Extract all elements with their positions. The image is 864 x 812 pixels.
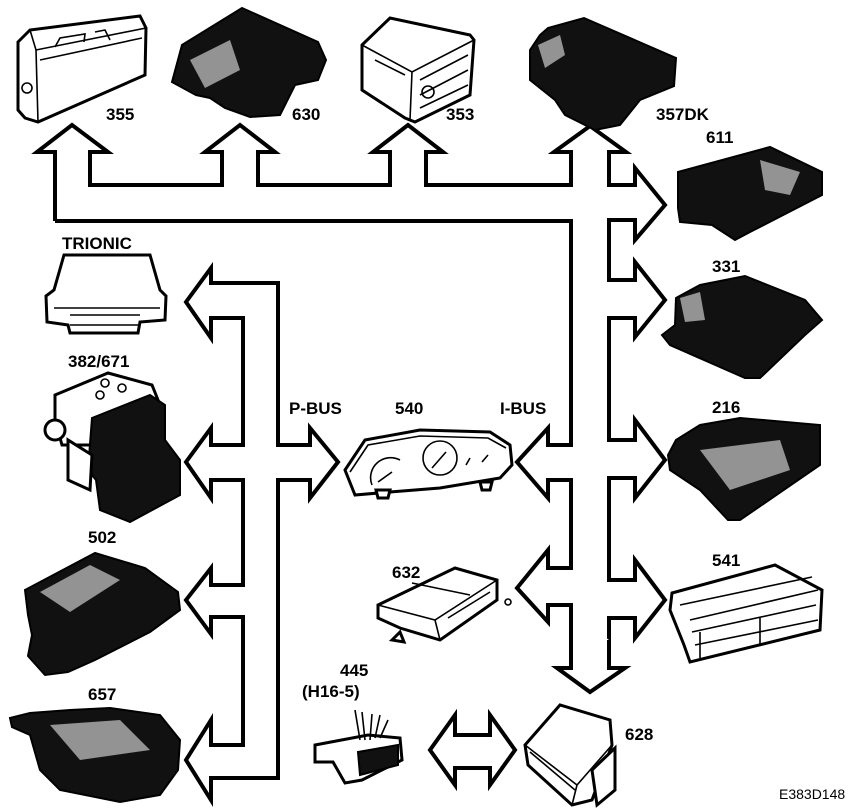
p-bus-label: P-BUS	[289, 399, 342, 418]
p-bus-connector	[183, 261, 341, 807]
instrument-cluster-540-icon[interactable]	[343, 428, 514, 500]
module-353-icon[interactable]	[360, 16, 476, 124]
module-357dk-icon[interactable]	[529, 16, 678, 132]
connector-445-label: 445	[340, 661, 368, 680]
module-331-icon[interactable]: 331	[660, 257, 824, 379]
module-331-label: 331	[712, 257, 740, 276]
module-657-icon[interactable]: 657	[8, 685, 182, 804]
module-353-label: 353	[446, 105, 474, 124]
module-541-label: 541	[712, 551, 740, 570]
connector-445-sublabel: (H16-5)	[302, 682, 360, 701]
module-628-label: 628	[625, 725, 653, 744]
i-bus-label: I-BUS	[500, 399, 546, 418]
diagnostic-link-arrow	[427, 708, 518, 792]
trionic-module-icon[interactable]: TRIONIC	[44, 234, 168, 335]
module-355-label: 355	[106, 105, 134, 124]
module-382-671-label: 382/671	[68, 352, 129, 371]
module-355-icon[interactable]	[16, 14, 148, 124]
module-541-icon[interactable]: 541	[668, 551, 824, 664]
module-502-label: 502	[88, 528, 116, 547]
module-630-label: 630	[292, 105, 320, 124]
module-657-label: 657	[88, 685, 116, 704]
module-632-icon[interactable]: 632	[376, 563, 512, 644]
trionic-label: TRIONIC	[62, 234, 132, 253]
module-611-icon[interactable]: 611	[677, 128, 823, 242]
i-bus-trunk	[55, 219, 632, 695]
connector-445-icon[interactable]: 445 (H16-5)	[302, 661, 404, 785]
module-630-icon[interactable]	[170, 6, 328, 119]
module-628-icon[interactable]	[523, 703, 617, 808]
module-216-icon[interactable]: 216	[666, 398, 821, 521]
module-540-label: 540	[395, 399, 423, 418]
module-502-icon[interactable]: 502	[23, 528, 182, 677]
module-382-671-icon[interactable]: 382/671	[43, 352, 181, 524]
module-216-label: 216	[712, 398, 740, 417]
module-632-label: 632	[392, 563, 420, 582]
module-611-label: 611	[706, 128, 733, 147]
figure-code: E383D148	[779, 786, 845, 802]
module-357dk-label: 357DK	[656, 105, 710, 124]
